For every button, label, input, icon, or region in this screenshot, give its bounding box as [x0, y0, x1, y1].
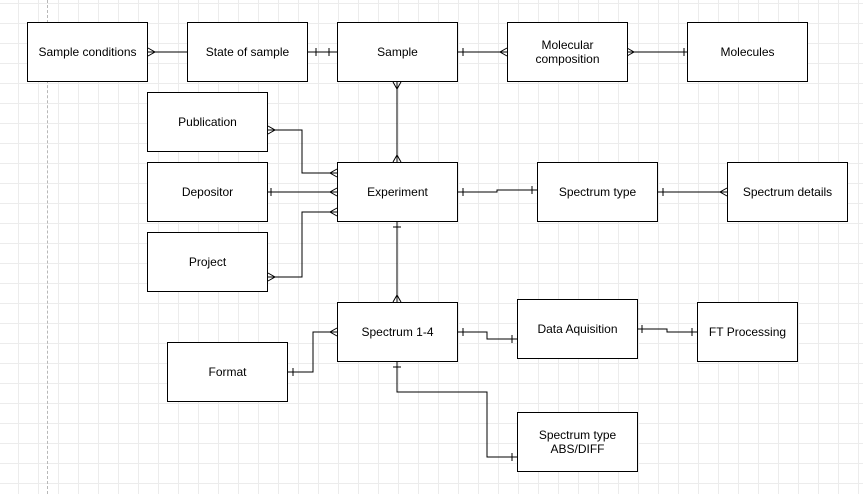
entity-format[interactable]: Format [167, 342, 288, 402]
entity-spectrum-details[interactable]: Spectrum details [727, 162, 848, 222]
edge-molecular-composition-molecules [626, 47, 687, 57]
page-break-guide [47, 0, 48, 494]
edge-depositor-experiment [268, 187, 338, 197]
entity-project[interactable]: Project [147, 232, 268, 292]
edge-spectrum-1-4-spectrum-type-abs-diff [393, 362, 517, 461]
entity-experiment[interactable]: Experiment [337, 162, 458, 222]
entity-molecules[interactable]: Molecules [687, 22, 808, 82]
entity-data-aquisition[interactable]: Data Aquisition [517, 299, 638, 359]
entity-spectrum-type[interactable]: Spectrum type [537, 162, 658, 222]
edge-project-experiment [267, 207, 338, 282]
entity-spectrum-type-abs-diff[interactable]: Spectrum type ABS/DIFF [517, 412, 638, 472]
edge-sample-molecular-composition [458, 47, 508, 57]
entity-sample[interactable]: Sample [337, 22, 458, 82]
entity-sample-conditions[interactable]: Sample conditions [27, 22, 148, 82]
entity-depositor[interactable]: Depositor [147, 162, 268, 222]
entity-molecular-composition[interactable]: Molecular composition [507, 22, 628, 82]
edge-data-aquisition-ft-processing [637, 325, 697, 336]
edge-experiment-spectrum-type [458, 186, 537, 196]
entity-ft-processing[interactable]: FT Processing [697, 302, 798, 362]
edge-spectrum-type-spectrum-details [658, 187, 728, 197]
entity-publication[interactable]: Publication [147, 92, 268, 152]
edge-state-of-sample-sample [308, 48, 337, 56]
edge-experiment-spectrum-1-4 [392, 222, 402, 303]
entity-spectrum-1-4[interactable]: Spectrum 1-4 [337, 302, 458, 362]
edge-publication-experiment [267, 125, 338, 178]
edge-spectrum-1-4-data-aquisition [458, 328, 517, 343]
edge-format-spectrum-1-4 [288, 327, 338, 376]
edge-sample-experiment [392, 81, 402, 163]
entity-state-of-sample[interactable]: State of sample [187, 22, 308, 82]
